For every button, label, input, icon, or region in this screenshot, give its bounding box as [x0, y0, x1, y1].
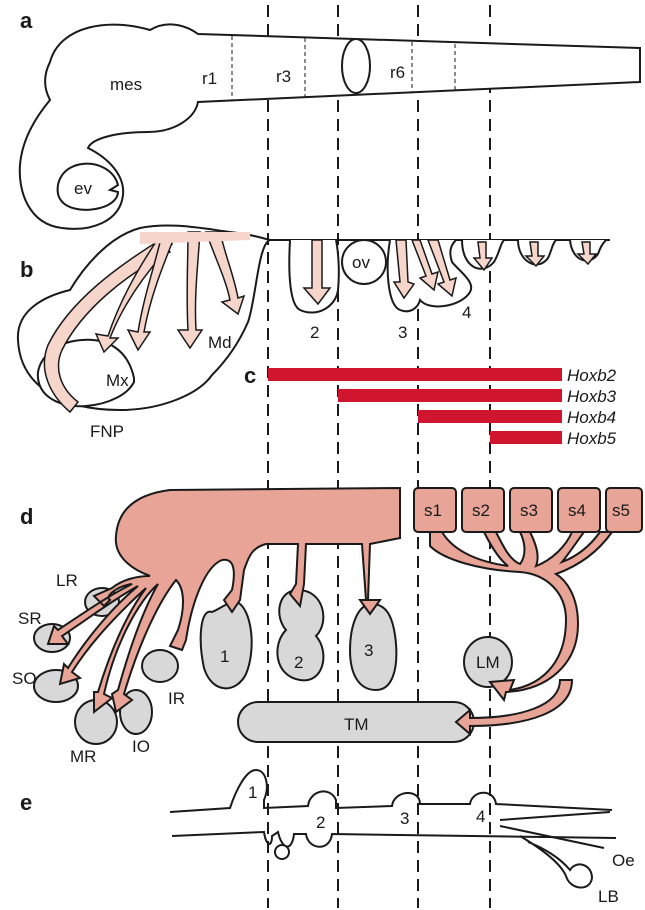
label-somite-s5: s5: [612, 501, 630, 520]
panel-b: b ov Mx Md FNP 2 3 4: [18, 225, 610, 441]
tongue-muscle-stream: [456, 680, 572, 734]
label-pouch-3: 3: [400, 809, 409, 828]
label-lb: LB: [598, 887, 619, 906]
label-arch-3: 3: [398, 323, 407, 342]
label-muscle-1: 1: [220, 647, 229, 666]
label-somite-s2: s2: [472, 501, 490, 520]
label-somite-s1: s1: [424, 501, 442, 520]
label-pouch-2: 2: [316, 813, 325, 832]
label-muscle-2: 2: [294, 653, 303, 672]
label-somite-s4: s4: [568, 501, 586, 520]
otic-vesicle-a: [342, 39, 370, 93]
label-muscle-3: 3: [364, 641, 373, 660]
hypoglossal-cord: [430, 532, 612, 700]
label-lr: LR: [56, 571, 78, 590]
label-r6: r6: [390, 63, 405, 82]
muscle-1: [201, 602, 252, 688]
gene-label-hoxb5: Hoxb5: [567, 429, 617, 448]
label-io: IO: [132, 737, 150, 756]
gene-label-hoxb3: Hoxb3: [567, 387, 617, 406]
label-fnp: FNP: [90, 422, 124, 441]
label-lm: LM: [476, 653, 500, 672]
label-mr: MR: [70, 747, 96, 766]
panel-e-letter: e: [20, 790, 32, 815]
label-pouch-1: 1: [248, 783, 257, 802]
label-ev: ev: [74, 179, 92, 198]
label-r1: r1: [202, 69, 217, 88]
pharyngeal-pouch-knob: [275, 845, 289, 859]
pharynx-dorsal-outline: [170, 770, 612, 812]
label-ir: IR: [168, 689, 185, 708]
label-sr: SR: [18, 609, 42, 628]
label-mx: Mx: [106, 371, 129, 390]
rhombomere-guides: [268, 5, 490, 908]
gene-label-hoxb4: Hoxb4: [567, 408, 616, 427]
label-oe: Oe: [612, 851, 635, 870]
label-somite-s3: s3: [520, 501, 538, 520]
label-mes: mes: [110, 75, 142, 94]
label-pouch-4: 4: [476, 807, 485, 826]
label-ov: ov: [352, 253, 370, 272]
panel-a: a mes r1 r3 r6 ev: [20, 8, 640, 229]
label-r3: r3: [276, 67, 291, 86]
label-tm: TM: [344, 715, 369, 734]
label-arch-4: 4: [462, 303, 471, 322]
esophagus-outline: [500, 812, 610, 848]
pharynx-ventral-outline: [172, 832, 616, 847]
muscle-ir: [142, 650, 178, 682]
hoxb3-bar: [338, 389, 562, 402]
panel-c: c Hoxb2 Hoxb3 Hoxb4 Hoxb5: [244, 363, 617, 448]
label-so: SO: [12, 669, 37, 688]
gene-label-hoxb2: Hoxb2: [567, 366, 617, 385]
hoxb2-bar: [268, 368, 562, 381]
panel-d-letter: d: [20, 504, 33, 529]
panel-b-letter: b: [20, 257, 33, 282]
panel-c-letter: c: [244, 363, 256, 388]
hoxb5-bar: [490, 431, 562, 444]
panel-a-letter: a: [20, 8, 33, 33]
label-md: Md: [208, 333, 232, 352]
panel-e: e 1 2 3 4 Oe LB: [20, 770, 635, 906]
panel-d: d s1 s2 s3: [12, 488, 642, 766]
hoxb4-bar: [418, 410, 562, 423]
label-arch-2: 2: [310, 323, 319, 342]
